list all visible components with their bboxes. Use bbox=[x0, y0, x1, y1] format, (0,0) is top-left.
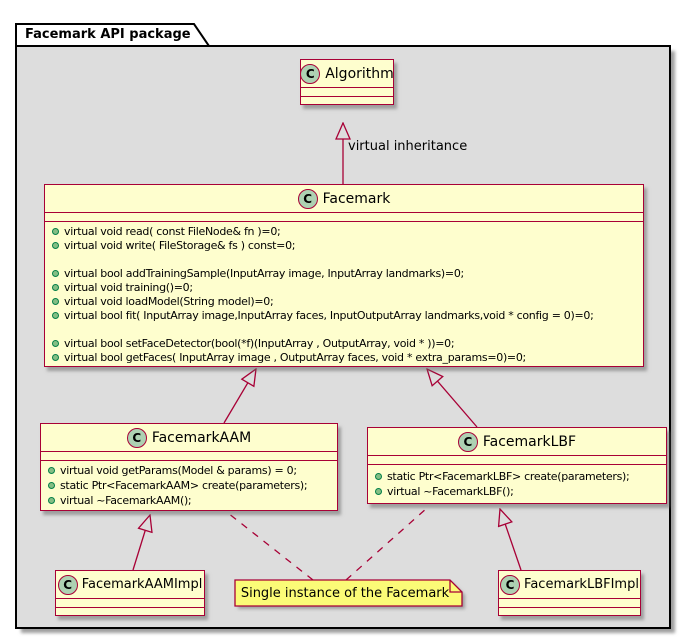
note: Single instance of the Facemark bbox=[240, 586, 450, 601]
fields-compartment-empty bbox=[301, 88, 393, 96]
public-method-icon bbox=[52, 283, 59, 291]
class-box-facemark: C Facemark virtual void read( const File… bbox=[44, 184, 644, 367]
class-title-algorithm: C Algorithm bbox=[300, 60, 394, 88]
method-text: virtual bool addTrainingSample(InputArra… bbox=[64, 266, 464, 280]
fields-compartment-empty bbox=[41, 452, 337, 461]
public-method-icon bbox=[52, 311, 59, 319]
methods-compartment-empty bbox=[56, 607, 204, 615]
method-text: virtual void training()=0; bbox=[64, 280, 193, 294]
method-row: virtual bool getFaces( InputArray image … bbox=[52, 350, 638, 364]
class-box-facemarklbf: C FacemarkLBF static Ptr<FacemarkLBF> cr… bbox=[367, 427, 667, 504]
methods-compartment-facemarklbf: static Ptr<FacemarkLBF> create(parameter… bbox=[368, 465, 666, 503]
class-box-algorithm: C Algorithm bbox=[300, 59, 394, 105]
method-text: static Ptr<FacemarkLBF> create(parameter… bbox=[387, 470, 630, 483]
note-body bbox=[234, 579, 463, 607]
method-text: static Ptr<FacemarkAAM> create(parameter… bbox=[60, 479, 308, 492]
package-title: Facemark API package bbox=[25, 27, 191, 42]
edge-facemarkaamimpl-to-facemarkaam bbox=[132, 515, 150, 571]
method-row-spacer bbox=[52, 322, 638, 336]
class-stereotype-icon: C bbox=[297, 188, 318, 209]
class-name-facemarklbf: FacemarkLBF bbox=[482, 433, 577, 450]
fields-compartment-empty bbox=[45, 213, 643, 222]
class-stereotype-icon: C bbox=[300, 63, 321, 84]
inheritance-edge-label: virtual inheritance bbox=[348, 139, 468, 154]
method-text: virtual void read( const FileNode& fn )=… bbox=[64, 224, 281, 238]
method-row: virtual bool addTrainingSample(InputArra… bbox=[52, 266, 638, 280]
class-name-facemark: Facemark bbox=[322, 190, 391, 207]
methods-compartment-empty bbox=[301, 96, 393, 104]
public-method-icon bbox=[52, 269, 59, 277]
class-box-facemarklbfimpl: C FacemarkLBFImpl bbox=[498, 570, 641, 616]
method-row: virtual bool fit( InputArray image,Input… bbox=[52, 308, 638, 322]
method-text: virtual ~FacemarkLBF(); bbox=[387, 485, 514, 498]
public-method-icon bbox=[52, 227, 59, 235]
class-title-facemarkaam: C FacemarkAAM bbox=[41, 424, 337, 452]
method-row: virtual ~FacemarkAAM(); bbox=[48, 493, 332, 508]
method-row: virtual ~FacemarkLBF(); bbox=[375, 484, 661, 499]
fields-compartment-empty bbox=[368, 456, 666, 465]
method-text: virtual void getParams(Model & params) =… bbox=[60, 464, 297, 477]
public-method-icon bbox=[375, 473, 382, 480]
class-title-facemark: C Facemark bbox=[45, 185, 643, 213]
method-row: static Ptr<FacemarkAAM> create(parameter… bbox=[48, 478, 332, 493]
method-row: virtual void getParams(Model & params) =… bbox=[48, 463, 332, 478]
class-name-facemarkaamimpl: FacemarkAAMImpl bbox=[81, 577, 203, 592]
note-link-facemarkaam bbox=[227, 512, 314, 581]
methods-compartment-empty bbox=[499, 607, 640, 615]
fields-compartment-empty bbox=[56, 599, 204, 607]
public-method-icon bbox=[52, 339, 59, 347]
method-text: virtual bool getFaces( InputArray image … bbox=[64, 350, 526, 364]
method-text: virtual void write( FileStorage& fs ) co… bbox=[64, 238, 296, 252]
method-row: virtual void read( const FileNode& fn )=… bbox=[52, 224, 638, 238]
method-text: virtual ~FacemarkAAM(); bbox=[60, 494, 192, 507]
methods-compartment-facemarkaam: virtual void getParams(Model & params) =… bbox=[41, 461, 337, 510]
class-title-facemarkaamimpl: C FacemarkAAMImpl bbox=[56, 571, 204, 599]
package-tab bbox=[15, 23, 211, 47]
method-row-spacer bbox=[52, 252, 638, 266]
note-fold-icon bbox=[449, 580, 462, 593]
method-row: virtual bool setFaceDetector(bool(*f)(In… bbox=[52, 336, 638, 350]
class-title-facemarklbfimpl: C FacemarkLBFImpl bbox=[499, 571, 640, 599]
public-method-icon bbox=[48, 482, 55, 489]
class-name-algorithm: Algorithm bbox=[325, 65, 394, 82]
fields-compartment-empty bbox=[499, 599, 640, 607]
note-link-facemarklbf bbox=[345, 507, 428, 581]
method-text: virtual void loadModel(String model)=0; bbox=[64, 294, 274, 308]
method-text: virtual bool setFaceDetector(bool(*f)(In… bbox=[64, 336, 455, 350]
class-name-facemarkaam: FacemarkAAM bbox=[151, 429, 252, 446]
class-stereotype-icon: C bbox=[457, 431, 478, 452]
method-row: virtual void write( FileStorage& fs ) co… bbox=[52, 238, 638, 252]
class-name-facemarklbfimpl: FacemarkLBFImpl bbox=[524, 577, 639, 592]
method-row: virtual void training()=0; bbox=[52, 280, 638, 294]
public-method-icon bbox=[48, 467, 55, 474]
public-method-icon bbox=[52, 353, 59, 361]
class-title-facemarklbf: C FacemarkLBF bbox=[368, 428, 666, 456]
method-row: virtual void loadModel(String model)=0; bbox=[52, 294, 638, 308]
edge-facemarklbf-to-facemark bbox=[427, 369, 478, 428]
class-box-facemarkaamimpl: C FacemarkAAMImpl bbox=[55, 570, 205, 616]
public-method-icon bbox=[48, 497, 55, 504]
method-row: static Ptr<FacemarkLBF> create(parameter… bbox=[375, 469, 661, 484]
class-stereotype-icon: C bbox=[500, 574, 521, 595]
public-method-icon bbox=[52, 241, 59, 249]
public-method-icon bbox=[375, 488, 382, 495]
method-text: virtual bool fit( InputArray image,Input… bbox=[64, 308, 594, 322]
class-box-facemarkaam: C FacemarkAAM virtual void getParams(Mod… bbox=[40, 423, 338, 511]
methods-compartment-facemark: virtual void read( const FileNode& fn )=… bbox=[45, 222, 643, 366]
public-method-icon bbox=[52, 297, 59, 305]
edge-facemarkaam-to-facemark bbox=[223, 369, 256, 424]
class-stereotype-icon: C bbox=[126, 427, 147, 448]
class-stereotype-icon: C bbox=[57, 574, 78, 595]
edge-facemarklbfimpl-to-facemarklbf bbox=[500, 509, 522, 571]
